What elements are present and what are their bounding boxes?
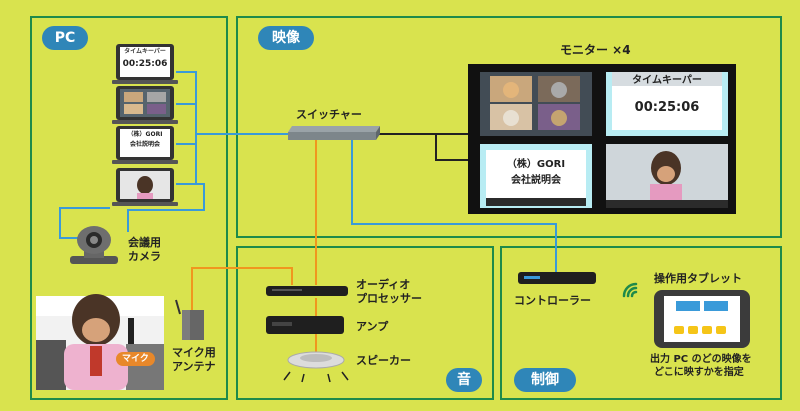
monitors-title: モニター ×4 (560, 43, 631, 57)
tablet-device (654, 290, 750, 348)
speaker-device (283, 351, 349, 383)
monitor-camera-feed (606, 144, 728, 208)
monitor-timekeeper-header: タイムキーパー (632, 75, 702, 86)
amp-label: アンプ (356, 320, 389, 333)
camera-label-line2: カメラ (128, 250, 161, 263)
laptop-slide (112, 126, 178, 164)
sound-section (236, 246, 494, 400)
wireless-icon (622, 282, 638, 298)
speaker-label: スピーカー (356, 354, 411, 367)
monitor-company: （株）GORI (506, 159, 566, 170)
video-section-badge: 映像 (258, 26, 314, 50)
camera-label-line1: 会議用 (128, 236, 161, 249)
video-cables (59, 71, 557, 272)
mic-badge: マイク (116, 352, 155, 366)
switcher-label: スイッチャー (296, 108, 362, 121)
conference-camera (70, 226, 118, 264)
control-section (500, 246, 782, 400)
tablet-caption-line1: 出力 PC のどの映像を (650, 354, 752, 365)
video-section (236, 16, 782, 238)
audio-processor-label-line2: プロセッサー (356, 292, 422, 305)
sound-section-badge: 音 (446, 368, 482, 392)
monitor-timer: 00:25:06 (634, 100, 700, 115)
laptop-camera-feed (112, 168, 178, 206)
monitor-briefing: 会社説明会 (511, 175, 561, 186)
controller-label: コントローラー (514, 294, 591, 307)
laptop-briefing: 会社説明会 (129, 141, 160, 148)
laptop-company: （株）GORI (127, 131, 163, 138)
controller-device (518, 272, 596, 284)
monitor-video-call (480, 72, 592, 136)
amp-device (266, 316, 344, 334)
mic-antenna-label-line2: アンテナ (172, 360, 216, 373)
laptop-video-call (112, 86, 178, 124)
monitor-timekeeper (606, 72, 728, 136)
laptop-timer: 00:25:06 (122, 59, 168, 69)
tablet-title: 操作用タブレット (654, 272, 742, 285)
audio-processor-device (266, 286, 348, 296)
monitor-slide (480, 144, 592, 208)
mic-antenna-device (175, 299, 204, 340)
tablet-caption-line2: どこに映すかを指定 (654, 367, 744, 378)
switcher-device (288, 126, 380, 140)
pc-section (30, 16, 228, 400)
audio-processor-label-line1: オーディオ (356, 278, 411, 291)
monitor-cables (376, 133, 470, 161)
mic-antenna-label-line1: マイク用 (172, 346, 216, 359)
speaker-photo (36, 294, 164, 390)
laptop-timekeeper-header: タイムキーパー (124, 48, 166, 55)
laptop-timekeeper (112, 44, 178, 84)
control-section-badge: 制御 (514, 368, 576, 392)
pc-section-badge: PC (42, 26, 88, 50)
